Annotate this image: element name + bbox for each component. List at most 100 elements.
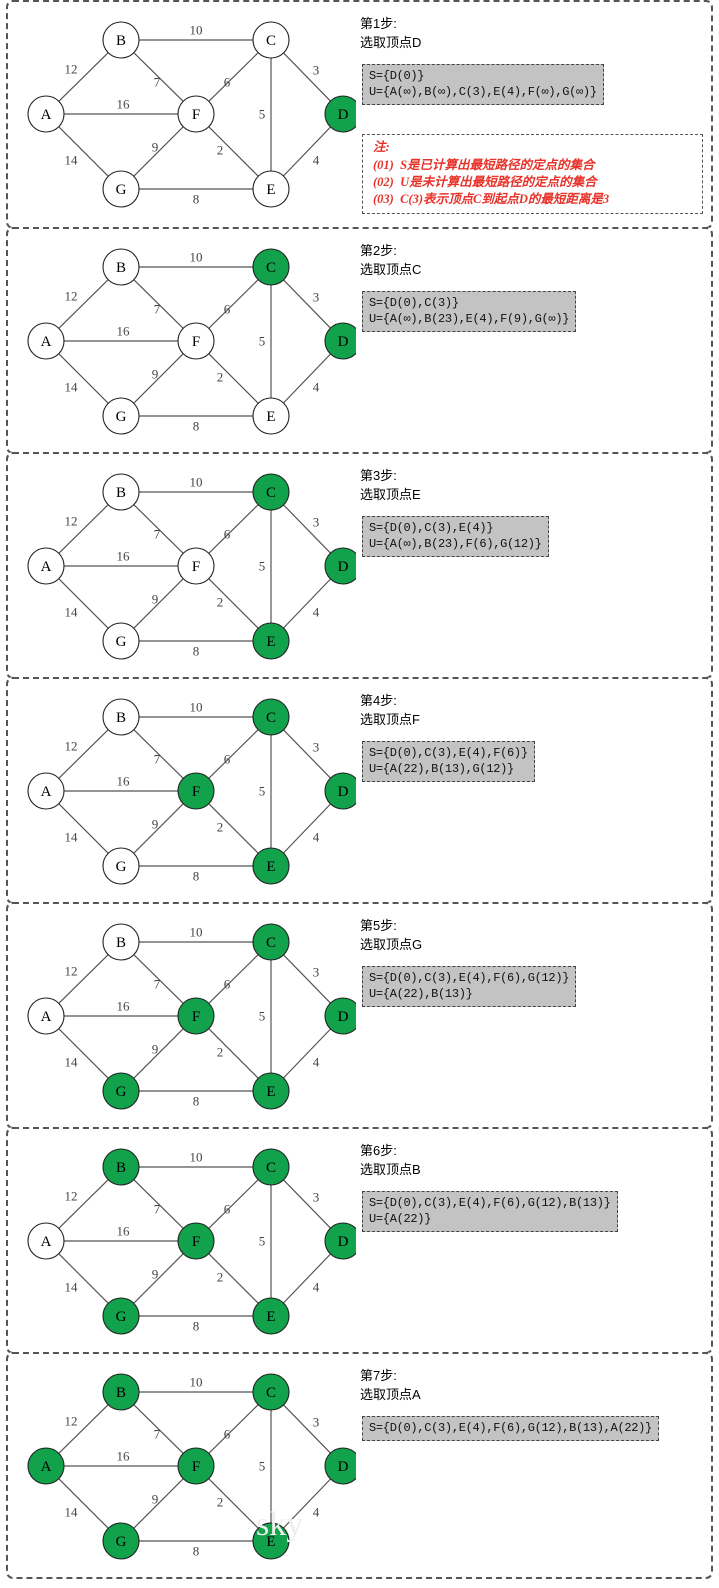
graph-node-label-F: F [192,1459,200,1475]
edge-weight-D-E: 4 [313,605,320,620]
graph-node-label-A: A [41,559,52,575]
set-line: U={A(∞),B(∞),C(3),E(4),F(∞),G(∞)} [369,85,597,99]
graph-node-G[interactable] [102,1297,140,1335]
edge-weight-B-C: 10 [190,925,203,940]
graph-node-C[interactable] [252,21,290,59]
graph-node-F[interactable] [177,322,215,360]
graph-edge-F-E [208,803,259,854]
graph-node-label-C: C [266,485,276,501]
graph-node-C[interactable] [252,1148,290,1186]
graph-node-label-E: E [266,1084,275,1100]
graph-node-C[interactable] [252,473,290,511]
edge-weight-A-F: 16 [117,1224,131,1239]
graph-node-G[interactable] [102,1072,140,1110]
graph-node-label-E: E [266,1534,275,1550]
graph-node-D[interactable] [324,997,356,1035]
step-title: 第6步: 选取顶点B [360,1143,421,1177]
graph-node-D[interactable] [324,1222,356,1260]
edge-weight-F-G: 9 [152,1267,159,1282]
graph-node-A[interactable] [27,997,65,1035]
edge-weight-C-E: 5 [259,107,266,122]
edge-weight-A-F: 16 [117,1449,131,1464]
graph-node-B[interactable] [102,21,140,59]
graph-node-A[interactable] [27,1222,65,1260]
graph-node-E[interactable] [252,397,290,435]
graph-node-label-F: F [192,784,200,800]
graph-node-B[interactable] [102,923,140,961]
edge-weight-C-D: 3 [313,740,320,755]
graph-node-F[interactable] [177,1222,215,1260]
graph-node-label-G: G [116,1084,127,1100]
graph-node-E[interactable] [252,847,290,885]
graph-node-A[interactable] [27,1447,65,1485]
graph-node-B[interactable] [102,698,140,736]
graph-edge-A-G [58,353,109,404]
edge-weight-F-G: 9 [152,592,159,607]
graph-node-A[interactable] [27,547,65,585]
graph-node-C[interactable] [252,698,290,736]
graph-node-label-D: D [338,107,349,123]
graph-node-B[interactable] [102,1373,140,1411]
graph-edge-C-F [208,1404,259,1454]
graph-edge-F-E [208,126,259,177]
graph-node-label-E: E [266,1309,275,1325]
edge-weight-A-B: 12 [65,289,78,304]
set-line: S={D(0),C(3),E(4),F(6),G(12),B(13)} [369,1196,611,1210]
graph-node-B[interactable] [102,473,140,511]
graph-edge-A-B [58,504,109,554]
graph-node-A[interactable] [27,95,65,133]
graph-node-F[interactable] [177,772,215,810]
graph-node-label-F: F [192,107,200,123]
graph-node-E[interactable] [252,1297,290,1335]
edge-weight-B-F: 7 [154,75,161,90]
graph-node-G[interactable] [102,397,140,435]
edge-weight-A-B: 12 [65,739,78,754]
set-line: U={A(22)} [369,1212,432,1226]
graph-node-G[interactable] [102,847,140,885]
graph-edge-F-G [133,578,184,629]
edge-weight-B-C: 10 [190,1150,203,1165]
edge-weight-C-D: 3 [313,1415,320,1430]
graph-node-F[interactable] [177,1447,215,1485]
graph-edge-A-B [58,1179,109,1229]
graph-node-B[interactable] [102,248,140,286]
graph-node-B[interactable] [102,1148,140,1186]
graph-node-C[interactable] [252,1373,290,1411]
graph-node-D[interactable] [324,1447,356,1485]
graph-node-E[interactable] [252,622,290,660]
graph-node-E[interactable] [252,170,290,208]
graph-node-C[interactable] [252,923,290,961]
graph-node-G[interactable] [102,1522,140,1560]
edge-weight-C-D: 3 [313,1190,320,1205]
edge-weight-B-F: 7 [154,527,161,542]
graph-node-A[interactable] [27,322,65,360]
edge-weight-C-F: 6 [224,977,231,992]
graph-node-D[interactable] [324,547,356,585]
set-status-box: S={D(0),C(3)}U={A(∞),B(23),E(4),F(9),G(∞… [362,291,577,332]
graph-node-G[interactable] [102,170,140,208]
graph-node-G[interactable] [102,622,140,660]
graph-node-D[interactable] [324,772,356,810]
graph-node-E[interactable] [252,1522,290,1560]
graph-node-label-E: E [266,859,275,875]
graph-node-C[interactable] [252,248,290,286]
graph-node-F[interactable] [177,95,215,133]
graph-node-F[interactable] [177,547,215,585]
graph-node-D[interactable] [324,322,356,360]
graph-node-F[interactable] [177,997,215,1035]
graph-edge-B-F [133,1179,184,1229]
edge-weight-B-F: 7 [154,1427,161,1442]
edge-weight-D-E: 4 [313,1055,320,1070]
set-line: U={A(∞),B(23),F(6),G(12)} [369,537,542,551]
graph-node-E[interactable] [252,1072,290,1110]
graph-node-A[interactable] [27,772,65,810]
graph-node-D[interactable] [324,95,356,133]
